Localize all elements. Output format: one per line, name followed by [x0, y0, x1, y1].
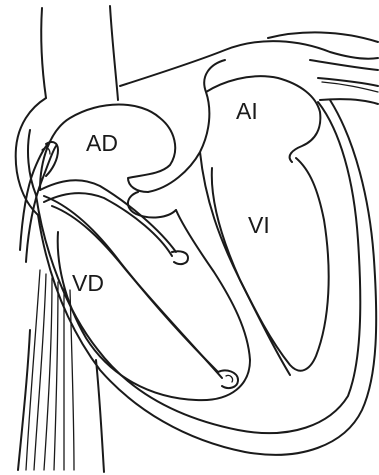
tricuspid-valve: [128, 192, 176, 217]
label-left-atrium: AI: [236, 100, 258, 123]
superior-vena-cava: [41, 6, 118, 100]
great-vessels: [120, 32, 378, 104]
label-right-atrium: AD: [86, 132, 118, 155]
heart-outline: [16, 98, 377, 455]
label-left-ventricle: VI: [248, 214, 270, 237]
inner-outline: [28, 102, 360, 433]
label-right-ventricle: VD: [72, 272, 104, 295]
left-atrium-wall: [206, 76, 320, 162]
